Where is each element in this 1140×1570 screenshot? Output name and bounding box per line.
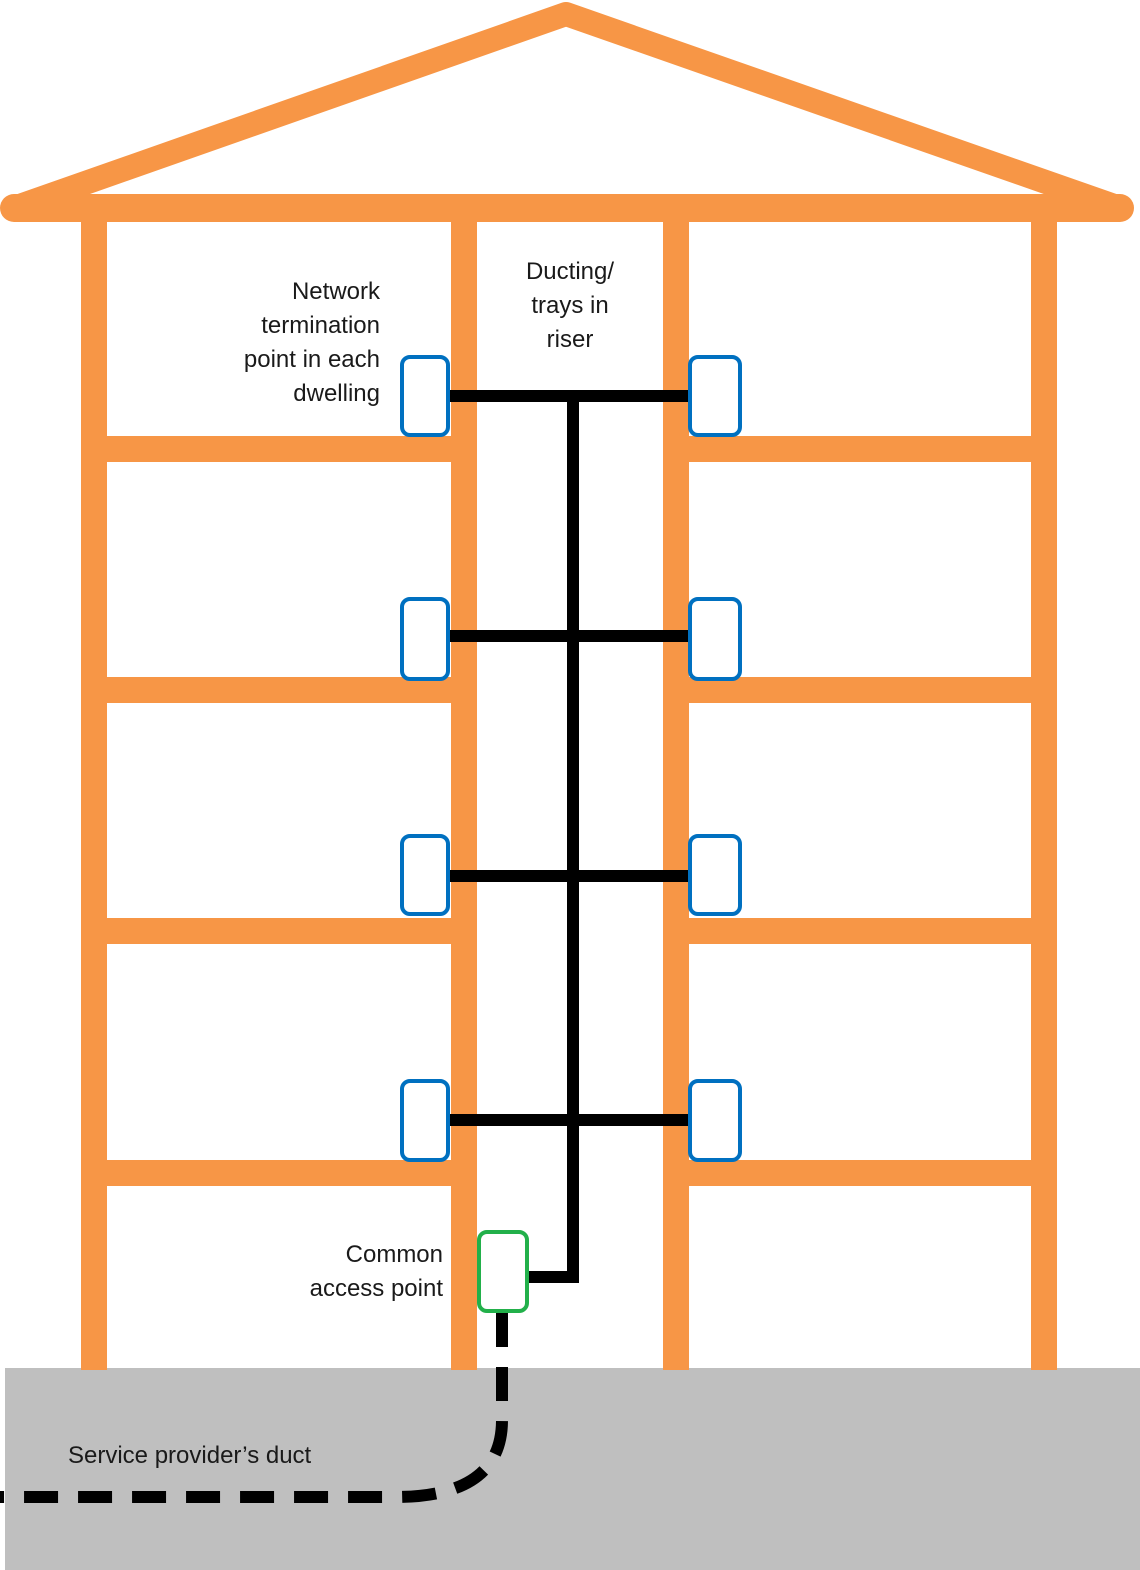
common-access-point-box	[477, 1230, 529, 1313]
network-termination-label: Network termination point in each dwelli…	[244, 275, 380, 411]
termination-point-left-4	[400, 1079, 450, 1162]
building-structure	[0, 2, 1134, 1370]
label-line: Ducting/	[525, 258, 615, 285]
label-line: termination	[261, 312, 380, 339]
roof	[2, 2, 1132, 220]
label-line: trays in	[531, 292, 609, 319]
termination-point-right-4	[688, 1079, 742, 1162]
common-access-point-label: Common access point	[310, 1238, 443, 1306]
ground	[5, 1368, 1140, 1570]
termination-point-left-2	[400, 597, 450, 681]
label-line: Common	[345, 1241, 443, 1268]
termination-point-left-3	[400, 834, 450, 916]
service-provider-duct-label: Service provider’s duct	[68, 1442, 312, 1469]
label-line: access point	[309, 1275, 443, 1302]
termination-points	[400, 355, 742, 1162]
label-line: dwelling	[293, 380, 380, 407]
ducting-label: Ducting/ trays in riser	[490, 255, 650, 357]
termination-point-left-1	[400, 355, 450, 437]
termination-point-right-2	[688, 597, 742, 681]
termination-point-right-3	[688, 834, 742, 916]
label-line: point in each	[243, 346, 380, 373]
service-provider-duct	[0, 1313, 508, 1503]
label-line: Network	[291, 278, 380, 305]
termination-point-right-1	[688, 355, 742, 437]
riser-cabling	[446, 390, 690, 1283]
floors	[94, 436, 1044, 1186]
label-line: riser	[546, 326, 594, 353]
